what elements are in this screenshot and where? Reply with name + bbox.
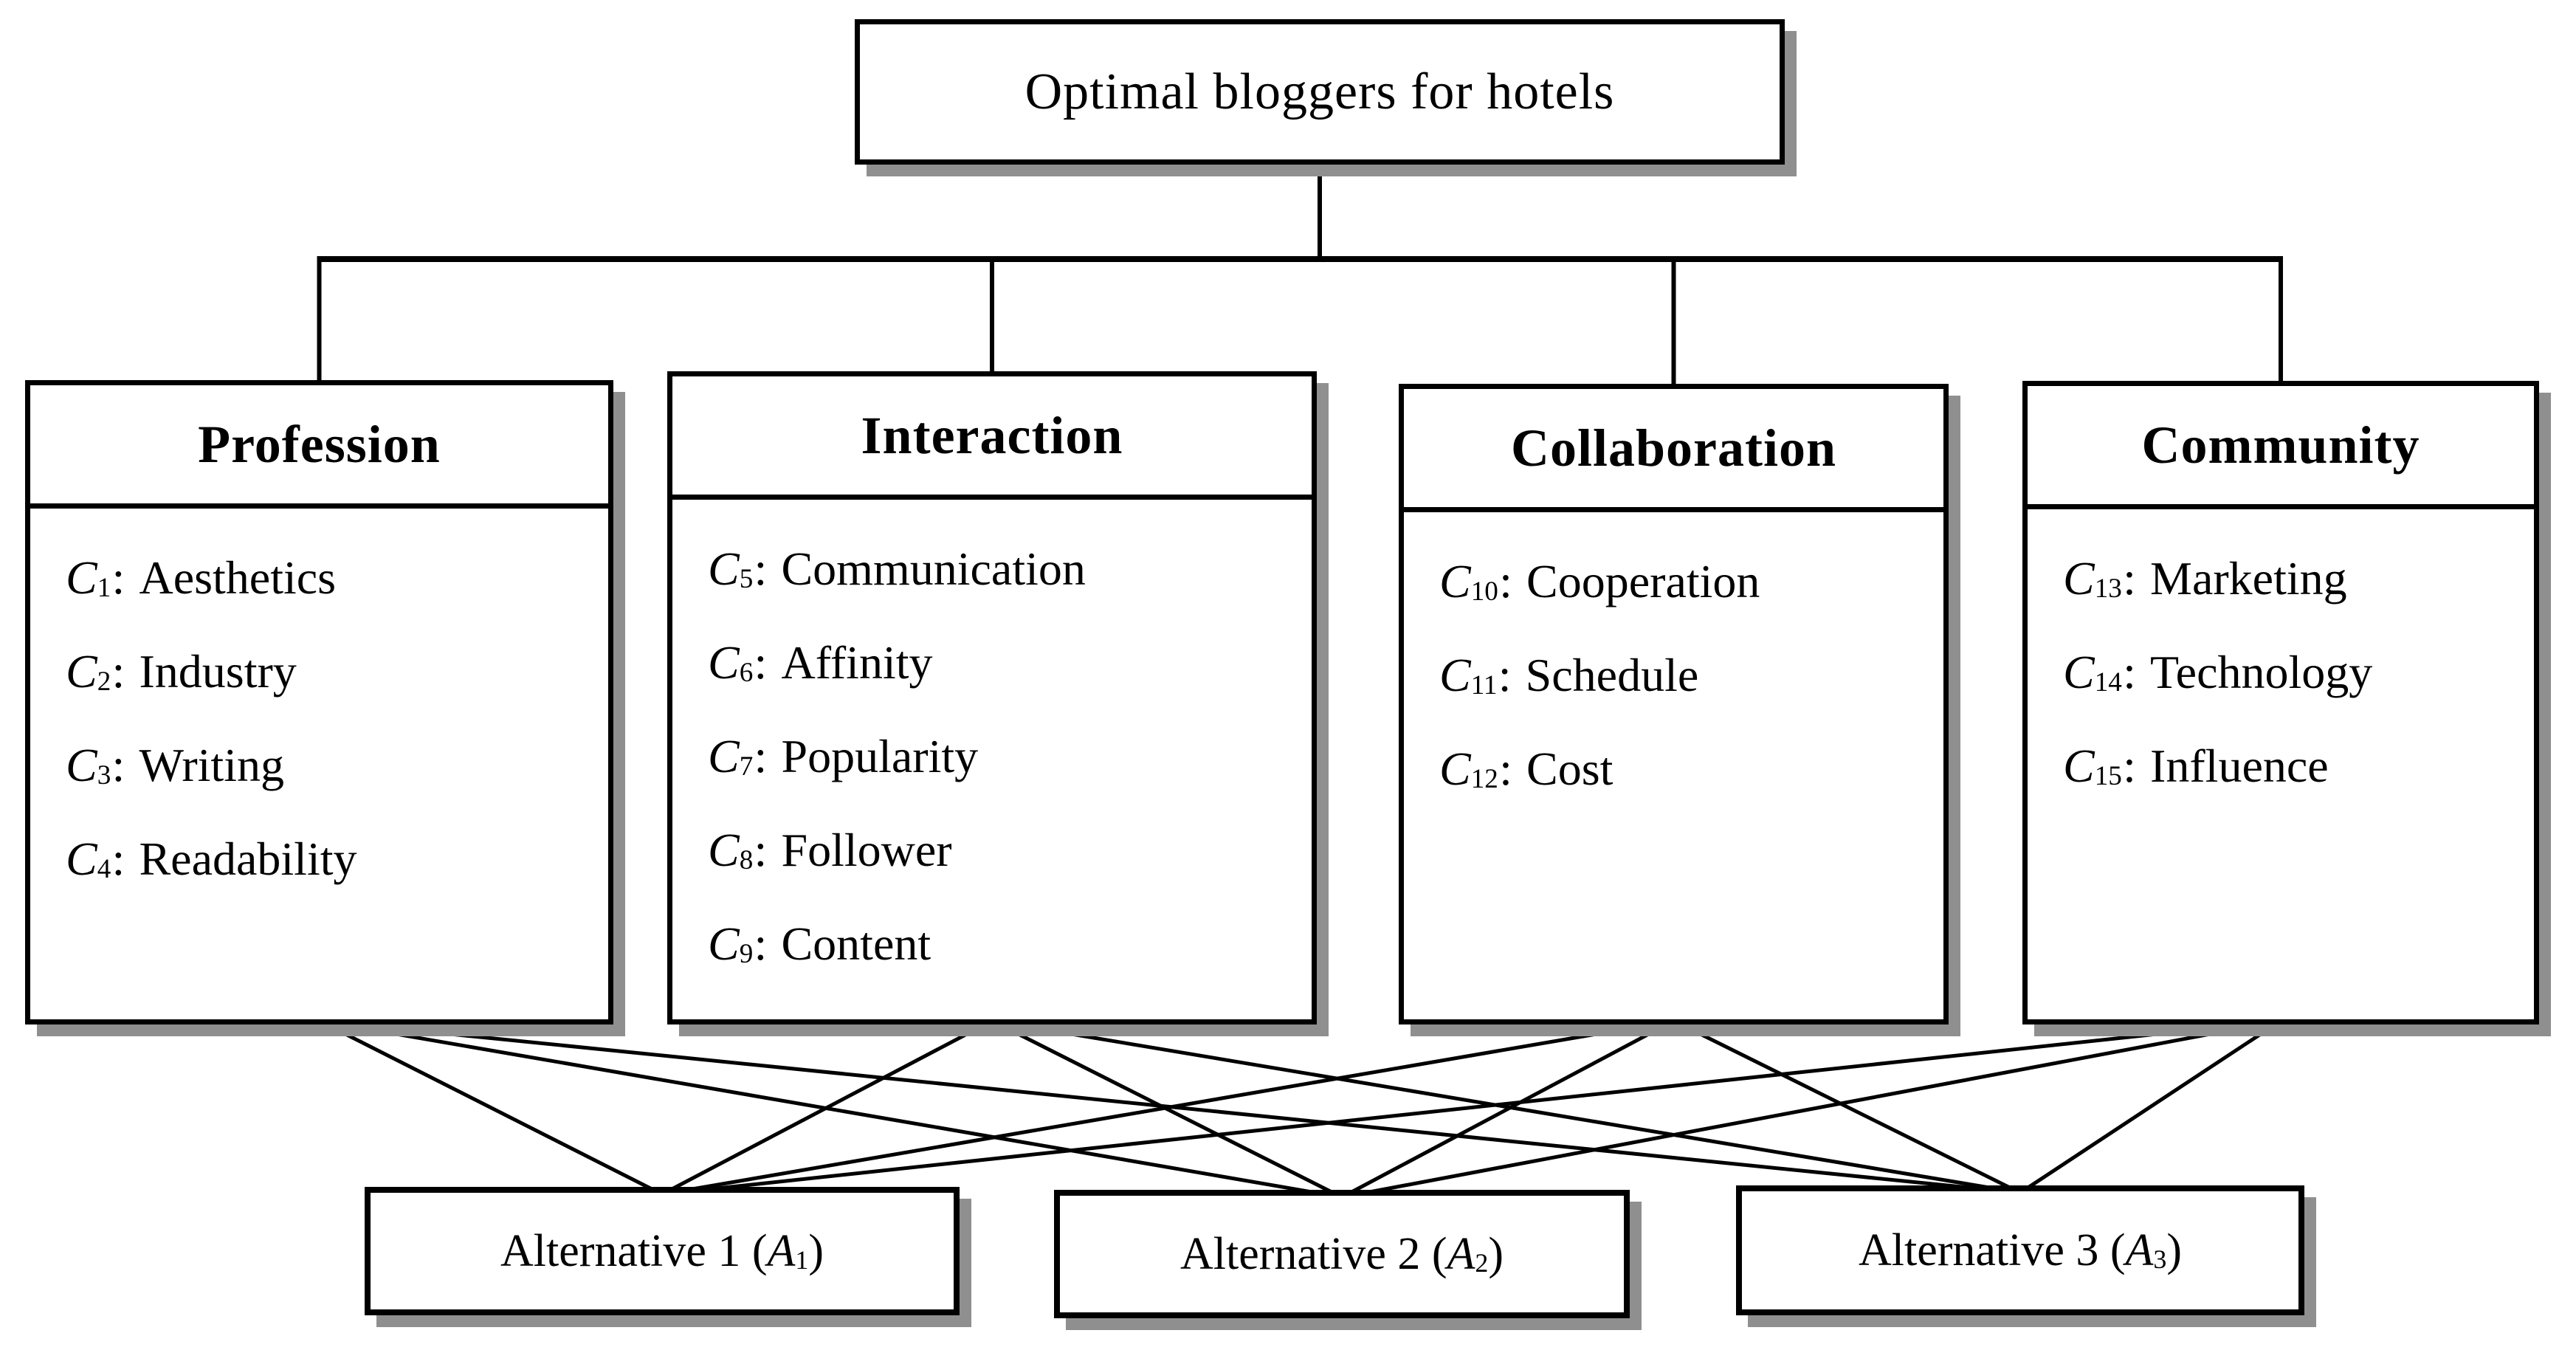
alternative-label-3: Alternative 3 (A3) [1858, 1225, 2183, 1275]
criterion-item: C9:Content [708, 917, 931, 970]
category-title-collaboration: Collaboration [1404, 389, 1943, 512]
link-collaboration-a2 [1340, 1019, 1675, 1199]
link-interaction-a3 [991, 1019, 2021, 1195]
criterion-item: C15:Influence [2063, 740, 2329, 792]
criterion-item: C8:Follower [708, 824, 952, 876]
criterion-item: C13:Marketing [2063, 552, 2347, 605]
category-title-interaction: Interaction [672, 376, 1312, 500]
link-community-a1 [661, 1019, 2281, 1196]
goal-box: Optimal bloggers for hotels [855, 19, 1785, 165]
criterion-item: C11:Schedule [1439, 649, 1699, 701]
criterion-item: C3:Writing [66, 739, 284, 791]
alternative-box-3: Alternative 3 (A3) [1736, 1185, 2304, 1315]
criterion-item: C7:Popularity [708, 730, 979, 782]
alternative-label-2: Alternative 2 (A2) [1179, 1228, 1504, 1279]
category-title-community: Community [2028, 386, 2534, 509]
alternative-box-1: Alternative 1 (A1) [365, 1187, 960, 1315]
link-collaboration-a1 [661, 1019, 1674, 1196]
criterion-item: C5:Communication [708, 543, 1086, 595]
link-community-a3 [2019, 1019, 2282, 1195]
criterion-item: C12:Cost [1439, 743, 1614, 795]
criterion-item: C1:Aesthetics [66, 551, 337, 604]
alternative-box-2: Alternative 2 (A2) [1054, 1190, 1630, 1318]
criterion-item: C2:Industry [66, 645, 297, 698]
link-profession-a1 [318, 1019, 664, 1196]
alternative-label-1: Alternative 1 (A1) [500, 1225, 824, 1276]
criterion-item: C6:Affinity [708, 636, 933, 689]
link-community-a2 [1341, 1019, 2281, 1199]
goal-title: Optimal bloggers for hotels [1024, 63, 1615, 120]
category-title-profession: Profession [30, 385, 608, 509]
link-profession-a2 [319, 1019, 1343, 1199]
criterion-item: C4:Readability [66, 833, 357, 885]
link-collaboration-a3 [1673, 1019, 2022, 1195]
criterion-item: C10:Cooperation [1439, 555, 1760, 607]
criterion-item: C14:Technology [2063, 646, 2373, 698]
link-interaction-a1 [661, 1019, 993, 1196]
